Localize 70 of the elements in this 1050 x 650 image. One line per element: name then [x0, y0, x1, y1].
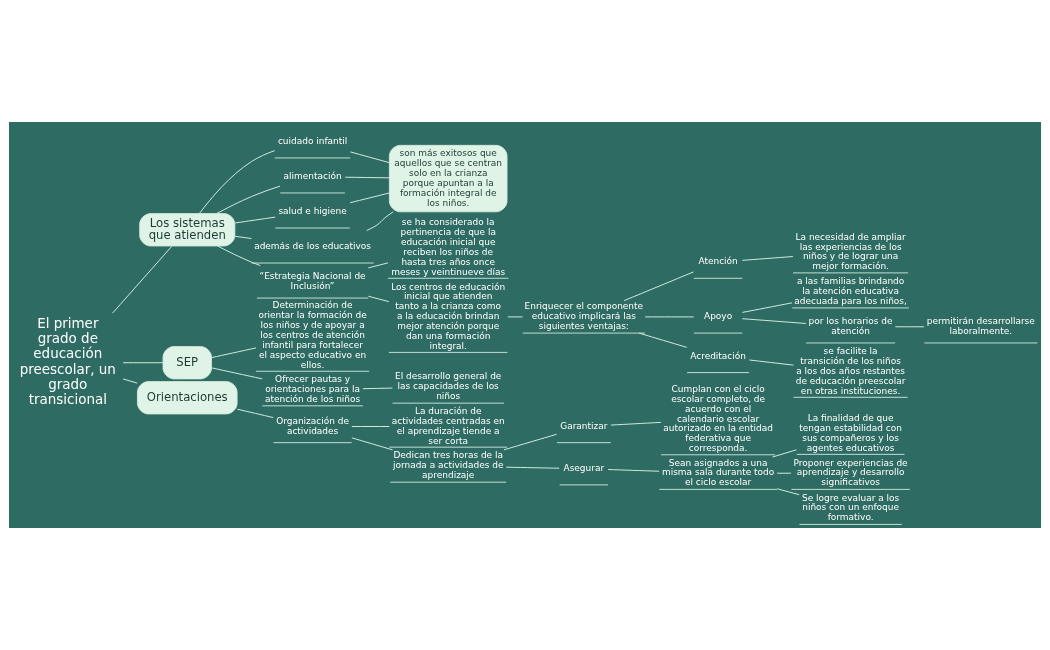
connector — [198, 150, 276, 214]
node-text: Proponer experiencias de aprendizaje y desarrollo significativos — [793, 457, 908, 488]
node-text: Cumplan con el ciclo escolar completo, de acuerdo con el calendario escolar autorizado en la entidad federativa que corresponda. — [663, 383, 773, 454]
node-text: “Estrategia Nacional de Inclusión” — [259, 271, 366, 292]
node-text: La duración de actividades centradas en el aprendizaje tiende a ser corta — [391, 405, 505, 446]
node-text: a las familias brindando la atención educativa adecuada para los niños, — [794, 276, 907, 306]
node-text: El primer grado de educación preescolar, un grado transicional — [19, 314, 116, 408]
connector — [351, 437, 393, 451]
node-text: Determinación de orientar la formación de los niños y de apoyar a los centros de atención infantil para fortalecer el aspecto educativo en ellos. — [258, 300, 367, 370]
connector — [505, 466, 560, 469]
connector — [607, 469, 660, 472]
connector — [216, 185, 281, 215]
node-box: Orientaciones — [136, 381, 238, 415]
node-box: son más exitosos que aquellos que se centran solo en la crianza porque apuntan a la formación integral de los niños. — [388, 144, 508, 213]
connector — [741, 256, 794, 261]
node-text: se facilite la transición de los niños a los dos años restantes de educación preescolar en otras instituciones. — [795, 346, 906, 396]
connector — [349, 192, 390, 204]
connector — [503, 433, 558, 451]
connector — [211, 367, 263, 380]
connector — [507, 316, 524, 318]
connector — [367, 295, 390, 303]
connector — [741, 318, 807, 324]
connector — [610, 421, 662, 426]
node-text: Los centros de educación inicial que atienden tanto a la crianza como a la educación brindan mejor atención porque dan una formación integral. — [391, 281, 506, 351]
connector — [112, 245, 173, 314]
connector — [894, 326, 925, 328]
connector — [367, 262, 389, 269]
node-text: La necesidad de ampliar las experiencias de los niños y de lograr una mejor formación. — [795, 231, 906, 272]
connector — [772, 449, 797, 458]
connector — [234, 235, 252, 240]
node-text: La finalidad de que tengan estabilidad con sus compañeros y los agentes educativos — [799, 413, 902, 453]
node-text: Ofrecer pautas y orientaciones para la atención de los niños — [264, 374, 361, 404]
connector — [776, 488, 800, 496]
node-text: Dedican tres horas de la jornada a actividades de aprendizaje — [392, 450, 504, 481]
node-text: permitirán desarrollarse laboralmente. — [926, 316, 1035, 336]
connector — [122, 378, 138, 384]
connector — [349, 151, 390, 164]
node-text: Sean asignados a una misma sala durante todo el ciclo escolar — [661, 457, 775, 488]
connector — [748, 359, 794, 366]
connector — [741, 302, 793, 313]
connector — [217, 245, 261, 267]
connector — [638, 332, 688, 348]
node-text: alimentación — [283, 171, 342, 182]
node-box: Los sistemas que atienden — [139, 213, 236, 247]
node-text: Atención — [698, 256, 738, 267]
node-text: Se logre evaluar a los niños con un enfoque formativo. — [802, 492, 900, 523]
node-box: SEP — [162, 346, 212, 380]
node-text: Acreditación — [690, 350, 746, 361]
node-text: además de los educativos — [254, 241, 371, 252]
connector — [236, 408, 274, 419]
node-text: Organización de actividades — [276, 415, 349, 436]
connector — [776, 472, 792, 474]
node-text: cuidado infantil — [277, 136, 348, 147]
connector — [344, 176, 390, 179]
connector — [351, 426, 390, 427]
node-text: Apoyo — [704, 311, 733, 322]
node-text: El desarrollo general de las capacidades de los niños — [395, 371, 502, 402]
node-text: Garantizar — [560, 420, 608, 431]
node-text: Asegurar — [563, 462, 605, 473]
connector — [623, 271, 695, 302]
connector — [211, 347, 257, 359]
node-text: salud e higiene — [278, 206, 347, 217]
connector — [644, 316, 695, 318]
connector — [366, 211, 394, 232]
connector — [362, 387, 393, 390]
connector — [122, 362, 164, 364]
node-text: se ha considerado la pertinencia de que la educación inicial que reciben los niños de hasta tres años once meses y veintinueve días — [391, 217, 506, 277]
connector — [234, 216, 276, 224]
node-text: por los horarios de atención — [808, 316, 893, 336]
node-text: Enriquecer el componente educativo implicará las siguientes ventajas: — [524, 301, 644, 332]
